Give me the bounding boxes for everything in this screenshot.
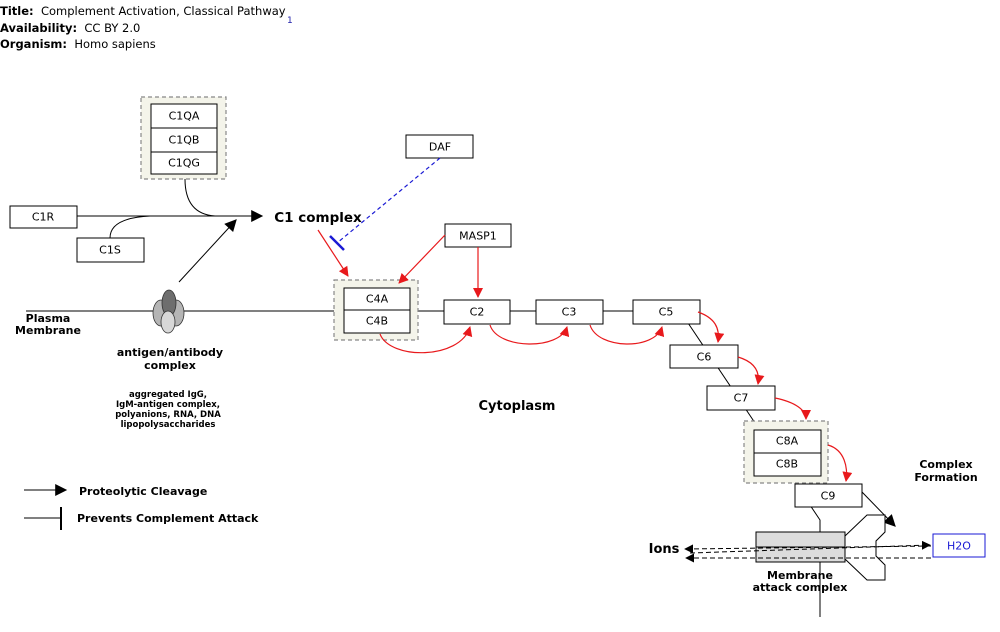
plasma-membrane-label-1: Plasma [26, 312, 71, 325]
node-c1qg-label: C1QG [168, 157, 200, 170]
node-c4a[interactable]: C4A [343, 287, 411, 311]
node-c2-label: C2 [470, 306, 485, 319]
node-c6-label: C6 [697, 351, 712, 364]
antigen-label-2: complex [144, 359, 196, 372]
mac-label-1: Membrane [767, 569, 833, 582]
cytoplasm-label: Cytoplasm [479, 399, 556, 414]
node-c1qa[interactable]: C1QA [150, 103, 218, 129]
mac-label-2: attack complex [753, 581, 848, 594]
availability-value: CC BY 2.0 [84, 20, 141, 35]
node-daf-label: DAF [429, 141, 451, 154]
edge-h2o-in [689, 540, 931, 554]
antigen-label-1: antigen/antibody [117, 346, 223, 359]
activators-line-4: lipopolysaccharides [121, 420, 216, 430]
complex-formation-label-1: Complex [919, 458, 972, 471]
plasma-membrane-label-2: Membrane [15, 324, 81, 337]
node-c5[interactable]: C5 [632, 299, 701, 325]
node-c4b-label: C4B [366, 315, 388, 328]
availability-row: Availability: CC BY 2.0 [0, 20, 286, 37]
pathway-header: Title: Complement Activation, Classical … [0, 3, 286, 53]
node-c1s-label: C1S [99, 244, 121, 257]
edge-masp1-c4 [398, 234, 446, 284]
edge-complex-formation [861, 491, 896, 527]
node-masp1-label: MASP1 [459, 230, 497, 243]
c1-complex-label: C1 complex [274, 210, 362, 226]
node-c1qg[interactable]: C1QG [150, 151, 218, 175]
node-c1s[interactable]: C1S [76, 237, 145, 263]
node-c7-label: C7 [734, 392, 749, 405]
title-value: Complement Activation, Classical Pathway [40, 4, 286, 18]
ions-label: Ions [649, 542, 680, 557]
edge-c1s-c1complex [109, 215, 151, 239]
organism-value: Homo sapiens [74, 37, 156, 51]
node-c9[interactable]: C9 [794, 483, 863, 508]
node-c9-label: C9 [821, 490, 836, 503]
node-h2o-label: H2O [947, 540, 971, 553]
node-daf[interactable]: DAF [405, 134, 474, 159]
title-label: Title: [0, 4, 34, 18]
node-c8a[interactable]: C8A [753, 429, 822, 454]
edge-c5-c6 [697, 311, 725, 343]
edge-c2-c3 [489, 324, 570, 345]
organism-row: Organism: Homo sapiens [0, 36, 286, 53]
activators-line-2: IgM-antigen complex, [116, 400, 220, 410]
legend-cleavage-label: Proteolytic Cleavage [79, 485, 207, 498]
node-c1r[interactable]: C1R [9, 205, 78, 229]
edge-c1q-c1complex [184, 178, 216, 217]
node-c8b-label: C8B [776, 458, 798, 471]
organism-label: Organism: [0, 37, 67, 51]
node-c1qb[interactable]: C1QB [150, 127, 218, 153]
node-c8a-label: C8A [776, 435, 799, 448]
node-c1qa-label: C1QA [169, 110, 200, 123]
node-c4a-label: C4A [366, 293, 389, 306]
node-c7[interactable]: C7 [706, 385, 776, 411]
legend-prevents-label: Prevents Complement Attack [77, 512, 259, 525]
node-c8b[interactable]: C8B [753, 452, 822, 477]
node-h2o[interactable]: H2O [932, 533, 986, 558]
node-c2[interactable]: C2 [443, 299, 511, 325]
reference-link[interactable]: 1 [287, 16, 293, 26]
edge-c1complex-c4 [317, 229, 349, 277]
legend: Proteolytic Cleavage Prevents Complement… [24, 484, 259, 530]
activators-line-1: aggregated IgG, [129, 390, 207, 400]
membrane-attack-complex-shape [755, 514, 886, 581]
node-c6[interactable]: C6 [669, 344, 739, 369]
node-c3[interactable]: C3 [535, 299, 604, 325]
activators-line-3: polyanions, RNA, DNA [115, 410, 221, 420]
node-c4b[interactable]: C4B [343, 309, 411, 334]
edge-daf-inhibition [336, 157, 441, 244]
edge-c6-c7 [737, 356, 765, 385]
edge-c8-c9 [827, 444, 853, 482]
edge-c7-c8 [774, 397, 811, 420]
node-masp1[interactable]: MASP1 [444, 223, 512, 248]
node-c3-label: C3 [562, 306, 577, 319]
edge-antigen-c1complex [178, 219, 237, 283]
node-c5-label: C5 [659, 306, 674, 319]
inhibition-bar [329, 235, 345, 251]
title-row: Title: Complement Activation, Classical … [0, 3, 286, 20]
antigen-antibody-complex-icon [152, 289, 185, 334]
availability-label: Availability: [0, 20, 78, 35]
complex-formation-label-2: Formation [914, 471, 977, 484]
edge-c4b-c2 [379, 326, 473, 354]
node-c1r-label: C1R [32, 211, 55, 224]
node-c1qb-label: C1QB [169, 134, 200, 147]
edge-c3-c5 [589, 324, 665, 345]
